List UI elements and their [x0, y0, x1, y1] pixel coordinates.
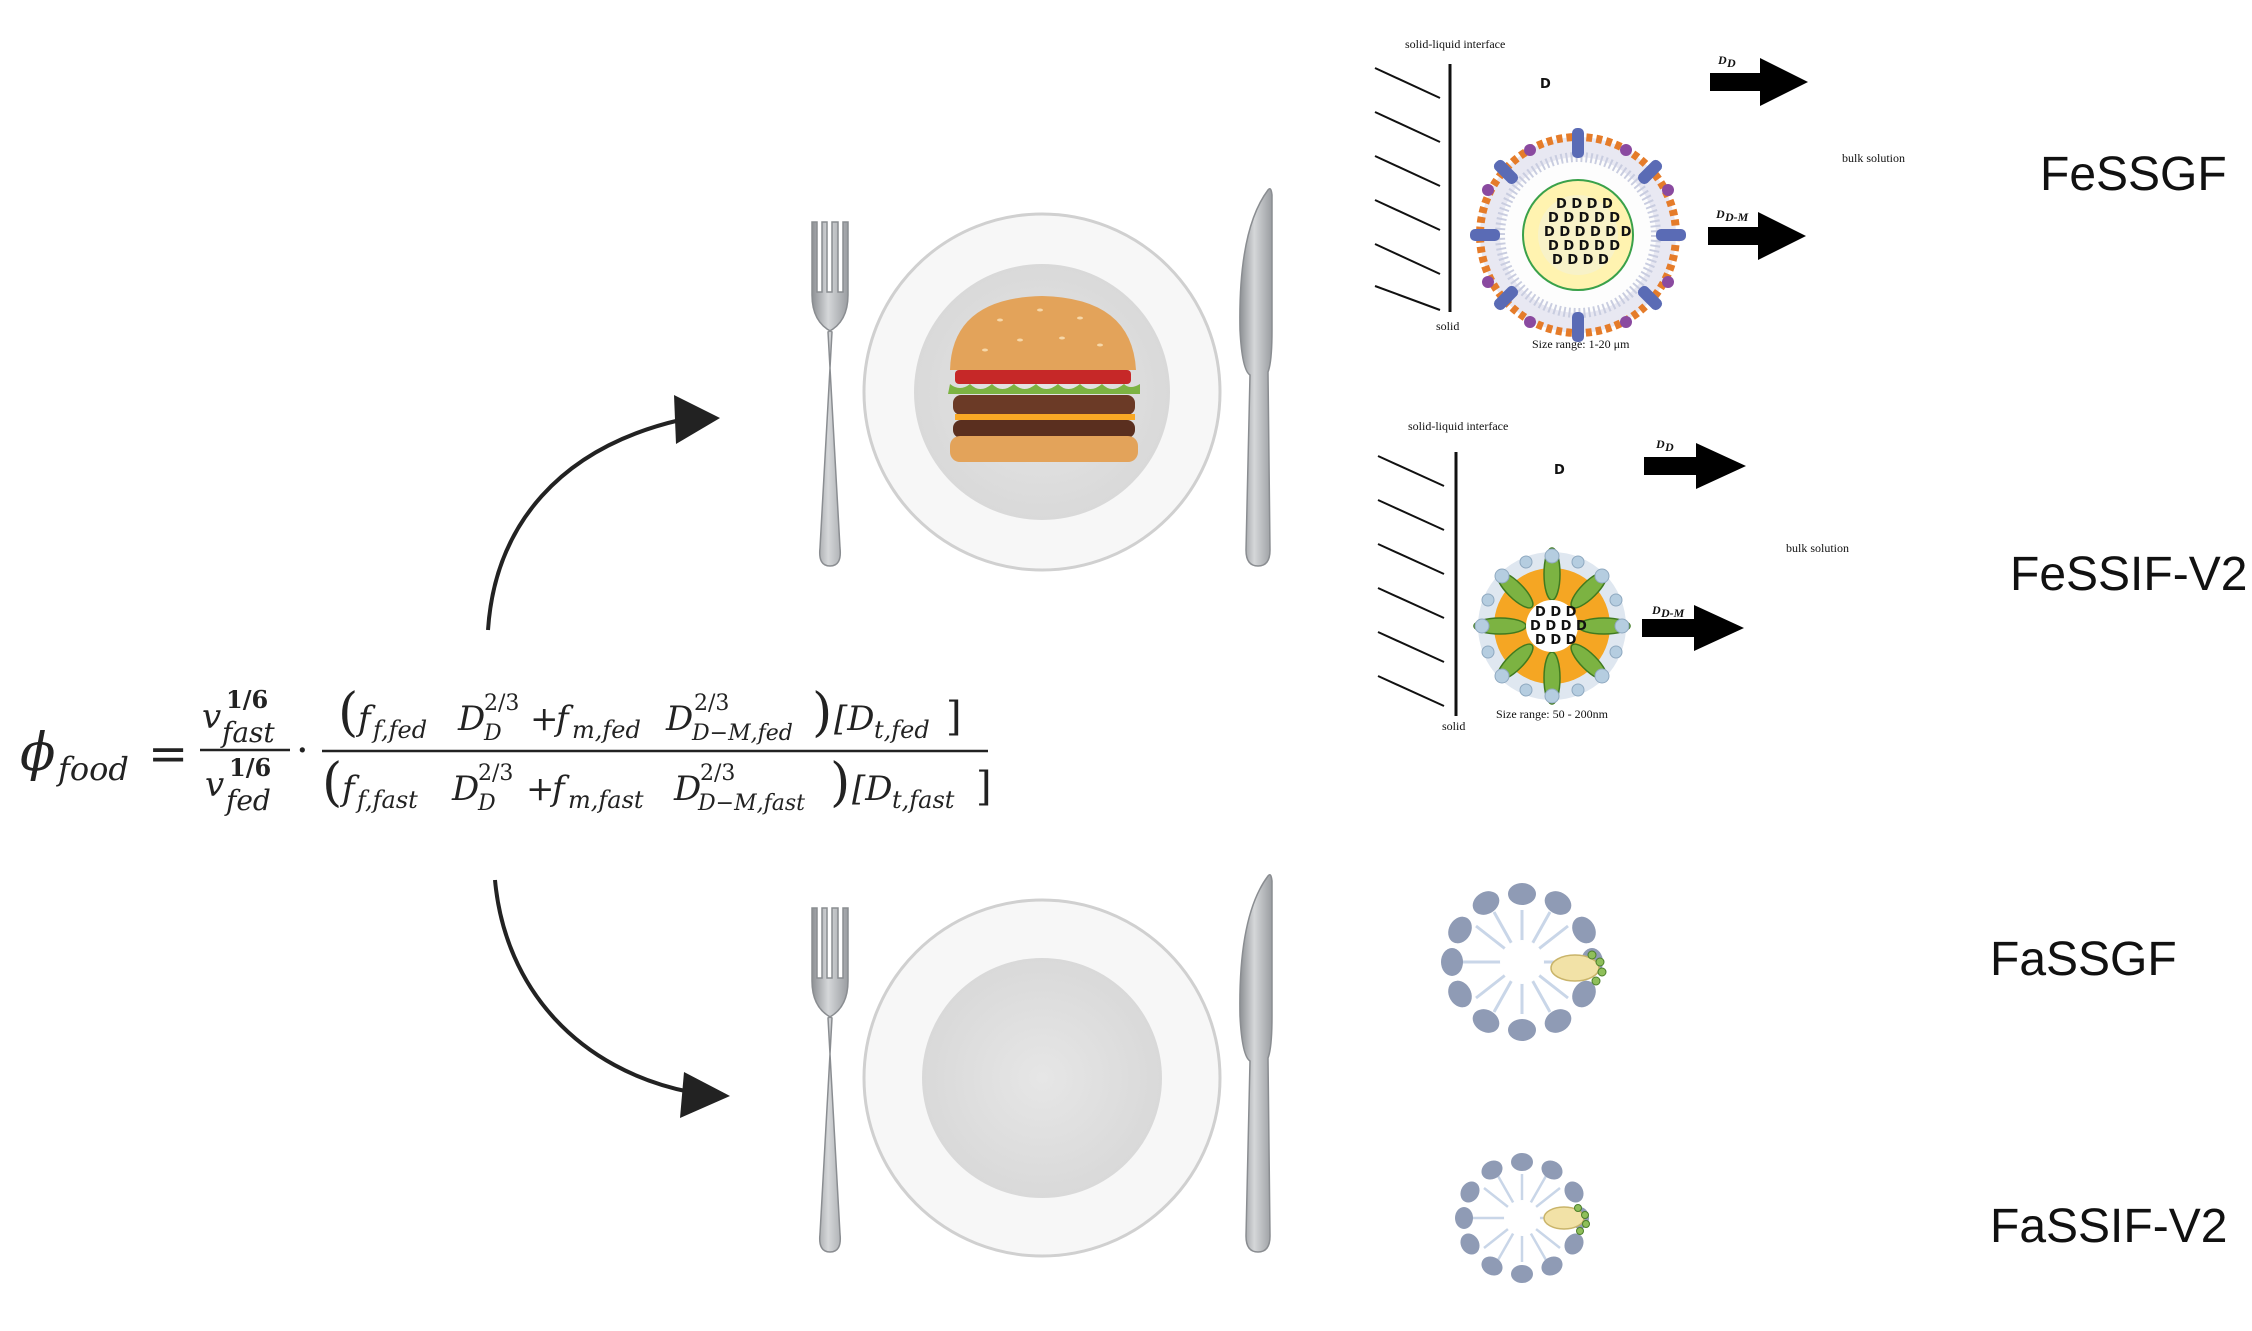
fessgf-micelle-diagram: solid-liquid interface solid D — [1374, 37, 1905, 351]
sub-t-fast: t,fast — [892, 786, 955, 814]
svg-text:D D D D D D: D D D D D D — [1544, 225, 1632, 240]
nu-denominator: v — [205, 765, 224, 805]
denominator-fast: ( f f,fast D 2/3 D + f m,fast D 2/3 D−M,… — [322, 753, 992, 816]
sub-D-top: D — [483, 721, 502, 746]
fork-icon — [811, 907, 849, 1253]
bulk-solution-label: bulk solution — [1786, 541, 1849, 555]
solid-hatch — [1377, 455, 1445, 707]
ddm-arrow-sub: D-M — [1660, 606, 1685, 620]
fessif-v2-label: FeSSIF-V2 — [2010, 548, 2247, 601]
svg-text:D D D D: D D D D — [1552, 253, 1609, 268]
plus-top: + — [530, 699, 559, 739]
Dt-bottom: [D — [852, 769, 893, 809]
fed-table-setting — [811, 188, 1273, 572]
svg-text:D D D D D: D D D D D — [1548, 239, 1620, 254]
fessif-micelle-diagram: solid-liquid interface solid D — [1377, 419, 1849, 733]
free-drug-label: D — [1540, 77, 1551, 92]
sub-fast-top: fast — [220, 716, 275, 749]
fassgf-micelle-icon — [1441, 883, 1607, 1041]
exp-2-3-top-1: 2/3 — [484, 691, 519, 716]
plate-icon — [862, 898, 1222, 1258]
sub-DM-fed: D−M,fed — [691, 721, 793, 746]
size-range-label: Size range: 1-20 μm — [1532, 337, 1630, 351]
exp-1-6-bottom: 1/6 — [229, 753, 271, 782]
svg-text:D D D D D: D D D D D — [1548, 211, 1620, 226]
phi-food-equation: ϕ food = v 1/6 fast v 1/6 fed · ( f f,fe… — [20, 683, 992, 817]
curved-arrow-icon — [493, 879, 730, 1118]
f-top-2: f — [553, 699, 574, 739]
exp-2-3-bottom-2: 2/3 — [700, 761, 735, 786]
solid-label: solid — [1442, 719, 1465, 733]
phi-symbol: ϕ — [20, 723, 55, 783]
interface-label: solid-liquid interface — [1408, 419, 1508, 433]
plus-bottom: + — [526, 769, 555, 809]
ddm-arrow-icon — [1708, 212, 1806, 260]
sub-ffast: f,fast — [355, 786, 418, 814]
exp-2-3-bottom-1: 2/3 — [478, 761, 513, 786]
sub-fed-bottom: fed — [224, 784, 271, 817]
D-bottom-1: D — [451, 769, 479, 809]
exp-2-3-top-2: 2/3 — [694, 691, 729, 716]
dd-arrow-sub: D — [1664, 440, 1674, 454]
large-micelle-icon: D D D D D D D D D D D D D D D D D D D D … — [1470, 128, 1686, 342]
dd-arrow-icon — [1710, 58, 1808, 106]
fassif-micelle-icon — [1455, 1153, 1590, 1283]
ddm-arrow-icon — [1642, 605, 1744, 651]
rparen-bottom: ) — [830, 753, 850, 813]
dd-arrow-label: D — [1655, 437, 1665, 451]
nu-numerator: v — [202, 697, 221, 737]
fassif-v2-label: FaSSIF-V2 — [1990, 1200, 2227, 1253]
free-drug-label: D — [1554, 463, 1565, 478]
D-top-1: D — [457, 699, 485, 739]
Dt-top: [D — [834, 699, 875, 739]
D-bottom-2: D — [673, 769, 701, 809]
solid-hatch — [1374, 67, 1441, 311]
rbracket-bottom: ] — [976, 764, 992, 810]
svg-text:D D D D: D D D D — [1556, 197, 1613, 212]
fessgf-label: FeSSGF — [2040, 148, 2227, 201]
svg-text:D D D: D D D — [1535, 605, 1577, 620]
size-range-label: Size range: 50 - 200nm — [1496, 707, 1609, 721]
ddm-arrow-sub: D-M — [1724, 210, 1749, 224]
exp-1-6-top: 1/6 — [226, 685, 268, 714]
solid-label: solid — [1436, 319, 1459, 333]
lparen-bottom: ( — [322, 753, 342, 813]
knife-icon — [1239, 188, 1273, 567]
rparen-top: ) — [812, 683, 832, 743]
bulk-solution-label: bulk solution — [1842, 151, 1905, 165]
svg-text:D D D D: D D D D — [1530, 619, 1587, 634]
rbracket-top: ] — [946, 694, 962, 740]
numerator-fed: ( f f,fed D 2/3 D + f m,fed D 2/3 D−M,fe… — [338, 683, 962, 746]
dd-arrow-sub: D — [1726, 56, 1736, 70]
sub-ffed: f,fed — [371, 716, 427, 744]
fork-icon — [811, 221, 849, 567]
fassgf-label: FaSSGF — [1990, 933, 2177, 986]
burger-icon — [948, 296, 1140, 462]
curved-arrow-icon — [486, 395, 720, 631]
dd-arrow-label: D — [1717, 53, 1727, 67]
mixed-micelle-icon: D D D D D D D D D D — [1473, 547, 1631, 705]
sub-mfed: m,fed — [572, 716, 641, 744]
ddm-arrow-label: D — [1715, 207, 1725, 221]
dot-operator: · — [296, 728, 309, 774]
sub-t-fed: t,fed — [874, 716, 930, 744]
ddm-arrow-label: D — [1651, 603, 1661, 617]
svg-text:D D D: D D D — [1535, 633, 1577, 648]
dd-arrow-icon — [1644, 443, 1746, 489]
D-top-2: D — [665, 699, 693, 739]
lparen-top: ( — [338, 683, 358, 743]
interface-label: solid-liquid interface — [1405, 37, 1505, 51]
sub-DM-fast: D−M,fast — [697, 791, 805, 816]
f-bottom-2: f — [549, 769, 570, 809]
knife-icon — [1239, 874, 1273, 1253]
sub-mfast: m,fast — [568, 786, 644, 814]
sub-D-bottom: D — [477, 791, 496, 816]
fasted-table-setting — [811, 874, 1273, 1258]
equals-sign: = — [148, 726, 188, 782]
phi-subscript: food — [56, 750, 129, 788]
